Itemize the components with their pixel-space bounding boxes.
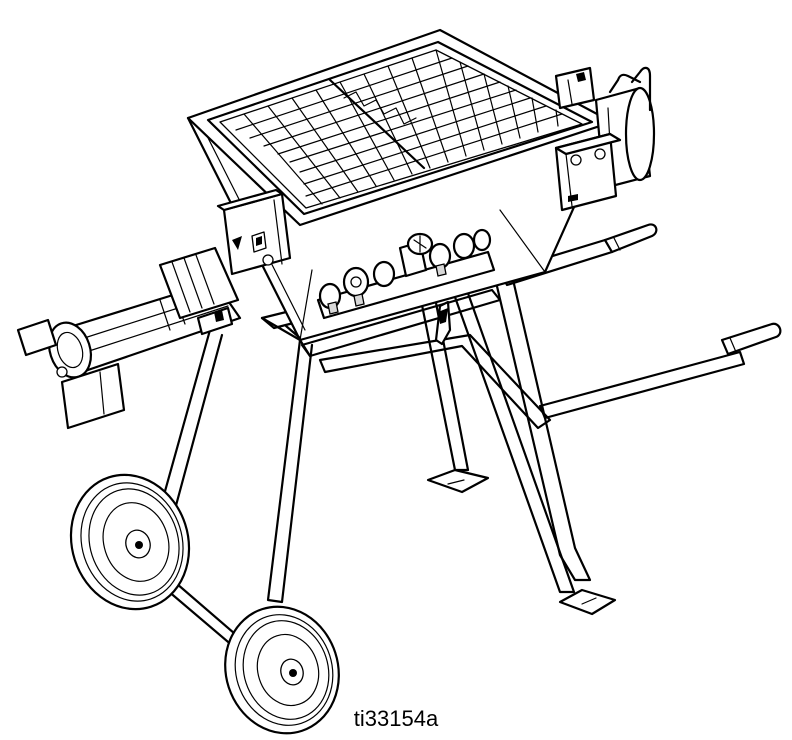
wheel-right [224,605,340,735]
figure-caption: ti33154a [353,706,439,731]
hopper-grid [219,49,583,209]
cart-frame [148,256,746,616]
control-box-left [216,188,292,276]
wheel-left [69,473,191,611]
pump-tube [16,246,242,430]
control-box-right [554,132,622,212]
valve-manifold [316,228,496,346]
hopper [186,28,614,342]
front-crossbar [260,316,312,358]
motor-right [554,66,656,190]
